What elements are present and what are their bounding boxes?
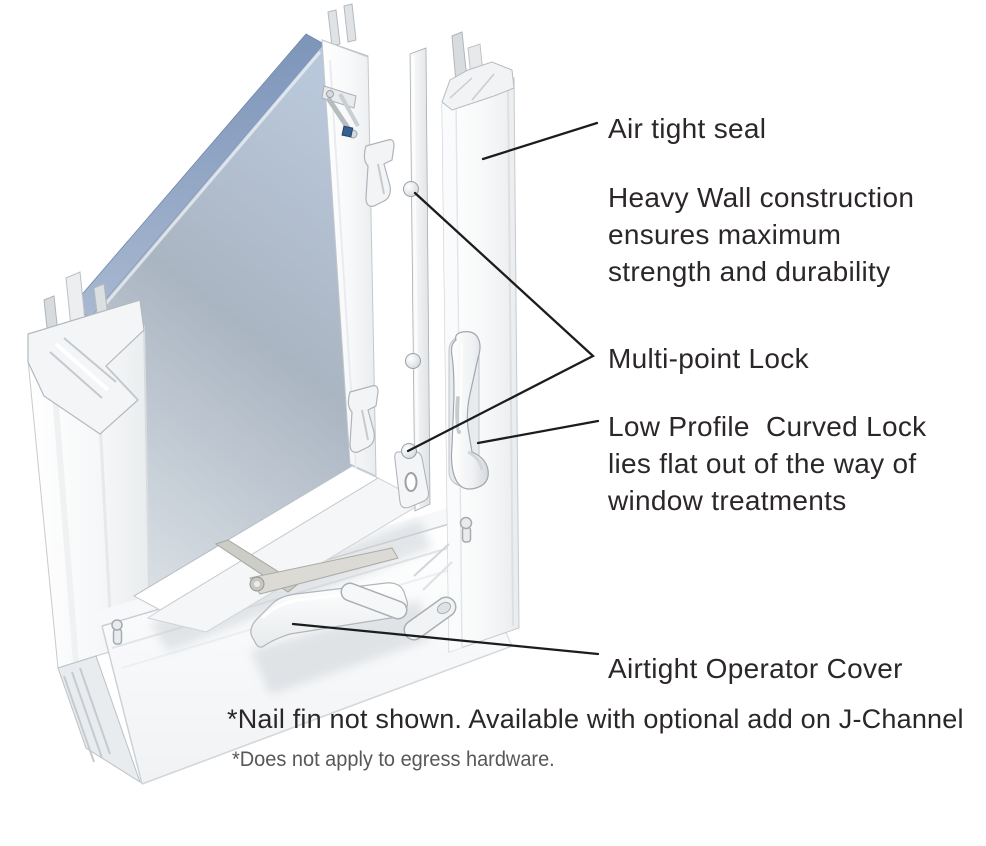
sash-bottom-rail bbox=[132, 465, 426, 633]
operator-cover-shadow bbox=[250, 600, 430, 695]
lock-knob-middle bbox=[405, 353, 421, 369]
keeper-clip-bottom bbox=[347, 385, 379, 453]
callout-heavy-wall-construction: Heavy Wall construction ensures maximum … bbox=[608, 182, 915, 287]
callout-multi-point-lock: Multi-point Lock bbox=[608, 343, 809, 374]
footnote-nail-fin: *Nail fin not shown. Available with opti… bbox=[227, 704, 964, 734]
keyhole-detail bbox=[111, 619, 123, 645]
crank-handle bbox=[340, 582, 457, 641]
callout-air-tight-seal: Air tight seal bbox=[608, 113, 767, 144]
callout-airtight-operator-cover: Airtight Operator Cover bbox=[608, 653, 903, 684]
leader-lines bbox=[291, 121, 600, 656]
operator-cover bbox=[250, 582, 457, 648]
sash-frame bbox=[321, 3, 395, 477]
leader-low-profile-lock bbox=[476, 419, 600, 445]
curved-lock-handle bbox=[448, 331, 489, 490]
hinge-hardware bbox=[321, 85, 360, 139]
multi-point-lock-bar bbox=[394, 47, 431, 512]
glass-pane bbox=[71, 33, 352, 622]
callout-low-profile-curved-lock: Low Profile Curved Lock lies flat out of… bbox=[608, 411, 927, 516]
footnote-egress: *Does not apply to egress hardware. bbox=[232, 748, 555, 771]
operator-arm bbox=[214, 539, 399, 595]
keeper-clip-top bbox=[363, 139, 395, 207]
leader-air-tight-seal bbox=[481, 121, 599, 161]
keyhole-detail-right bbox=[459, 516, 473, 543]
leader-multi-point-lock bbox=[406, 191, 595, 453]
leader-operator-cover bbox=[291, 622, 600, 656]
right-frame-jamb bbox=[413, 31, 520, 653]
